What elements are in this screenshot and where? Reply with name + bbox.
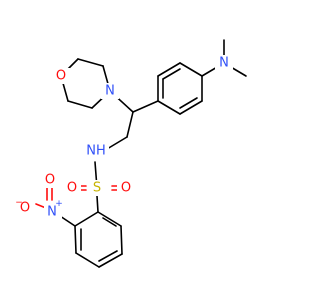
- nitro-nitrogen-label: N: [47, 205, 57, 220]
- sulfonyl-oxygen-left-label: O: [67, 181, 77, 196]
- nitro-oxygen-top-label: O: [45, 173, 55, 188]
- sulfonamide-nh-label: NH: [86, 144, 106, 159]
- nitro-oxygen-charge: −: [15, 198, 23, 208]
- nitrobenzene-ring: [74, 211, 123, 268]
- atom-labels: O N N NH S O O N + O O −: [15, 55, 233, 220]
- morpholine-oxygen-label: O: [56, 69, 66, 84]
- sulfonyl-oxygen-right-label: O: [121, 181, 131, 196]
- nitro-nitrogen-charge: +: [55, 199, 63, 209]
- molecule-structure: O N N NH S O O N + O O −: [15, 39, 247, 268]
- phenyl-ring: [157, 62, 203, 115]
- dimethylamino-nitrogen-label: N: [219, 56, 229, 71]
- sulfur-label: S: [93, 181, 101, 196]
- nitro-oxygen-minus-label: O: [20, 201, 30, 216]
- morpholine-nitrogen-label: N: [105, 84, 115, 99]
